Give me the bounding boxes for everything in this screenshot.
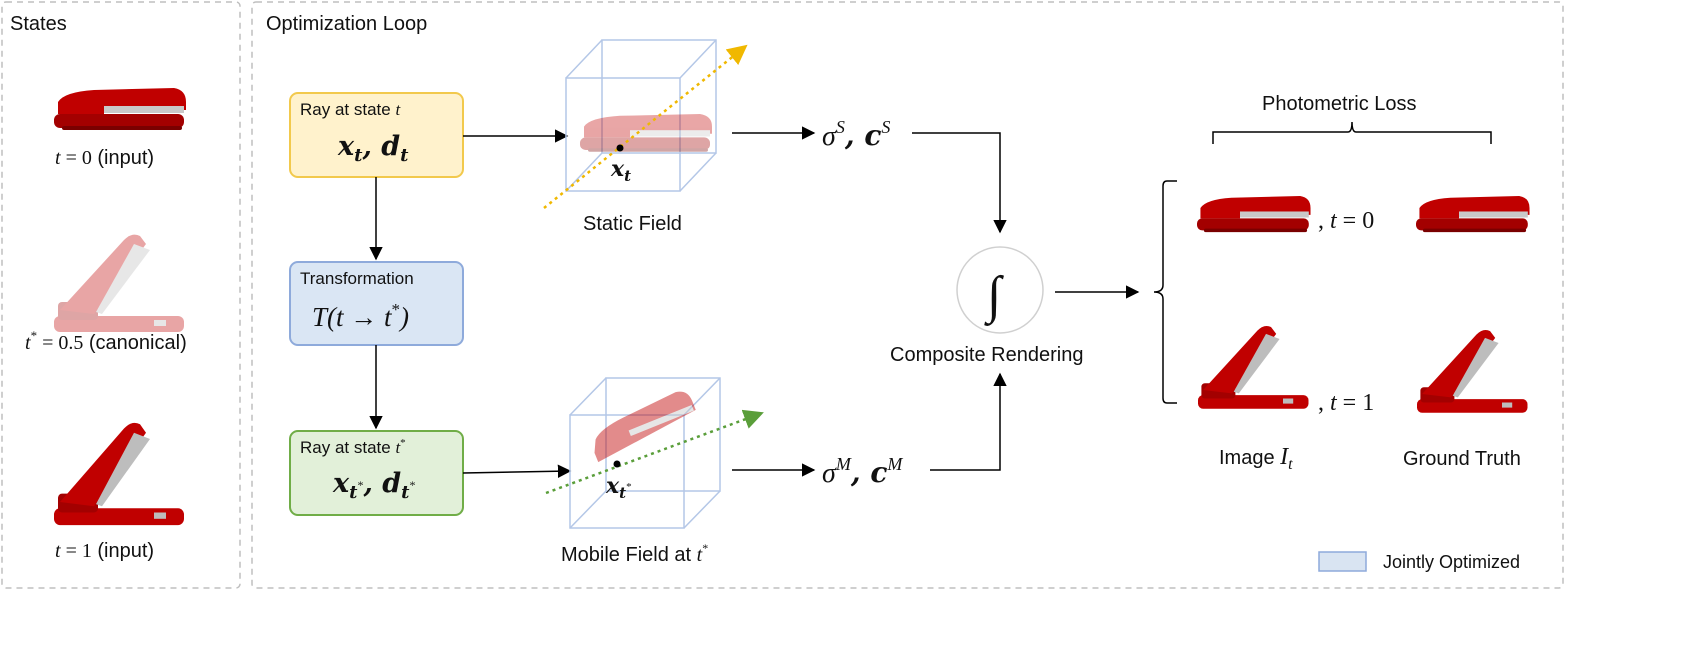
arrow-ray-to-mobile-field [462, 464, 572, 478]
image-column-label: Image It [1219, 444, 1293, 473]
mobile-field-cube [569, 377, 721, 529]
states-panel [1, 1, 241, 589]
photometric-loss-label: Photometric Loss [1262, 93, 1417, 115]
legend-swatch [1318, 551, 1367, 572]
static-point-label: xt [610, 156, 631, 185]
mobile-field-stapler [594, 391, 696, 463]
static-ray [543, 44, 748, 209]
state-0-label: t = 0 (input) [55, 147, 154, 169]
transformation-formula: T(t → t*) [312, 300, 409, 332]
ray-t-formula: xt, dt [337, 131, 409, 166]
ground-truth-t0 [1416, 196, 1530, 233]
mobile-field-label: Mobile Field at t* [561, 541, 708, 566]
integral-symbol: ∫ [984, 267, 1004, 326]
composite-rendering-label: Composite Rendering [890, 344, 1083, 366]
static-sample-point [616, 144, 624, 152]
mobile-ray [545, 409, 764, 495]
results-brace [1153, 180, 1177, 404]
mobile-output-label: σM, cM [822, 454, 903, 489]
states-title: States [10, 13, 67, 35]
state-1-label: t = 1 (input) [55, 540, 154, 562]
ray-tstar-formula: xt*, dt* [332, 468, 415, 503]
mobile-sample-point [613, 460, 621, 468]
ray-t-title: Ray at state t [300, 100, 401, 119]
legend-label: Jointly Optimized [1383, 552, 1520, 572]
optimization-loop-title: Optimization Loop [266, 13, 427, 35]
ray-tstar-title: Ray at state t* [300, 437, 406, 457]
ground-truth-t1 [1417, 329, 1528, 413]
transformation-title: Transformation [300, 269, 414, 288]
arrow-mobile-output-to-render [930, 372, 1007, 471]
stapler-canonical-image [54, 234, 184, 332]
ground-truth-column-label: Ground Truth [1403, 448, 1521, 470]
state-canonical-label: t* = 0.5 (canonical) [25, 328, 187, 354]
rendered-image-t0 [1197, 196, 1311, 233]
rendered-image-t1 [1198, 325, 1309, 409]
row-t0-label: , t = 0 [1318, 208, 1374, 234]
static-field-stapler [580, 114, 712, 152]
arrow-static-output-to-render [912, 132, 1007, 234]
stapler-state-0-image [54, 88, 186, 130]
row-t1-label: , t = 1 [1318, 390, 1374, 416]
integral-circle [956, 246, 1044, 334]
stapler-state-1-image [54, 422, 184, 526]
mobile-point-label: xt* [605, 473, 632, 502]
static-output-label: σS, cS [822, 117, 890, 152]
static-field-label: Static Field [583, 213, 682, 235]
optimization-loop-panel [251, 1, 1564, 589]
photometric-loss-brace [1212, 121, 1492, 144]
